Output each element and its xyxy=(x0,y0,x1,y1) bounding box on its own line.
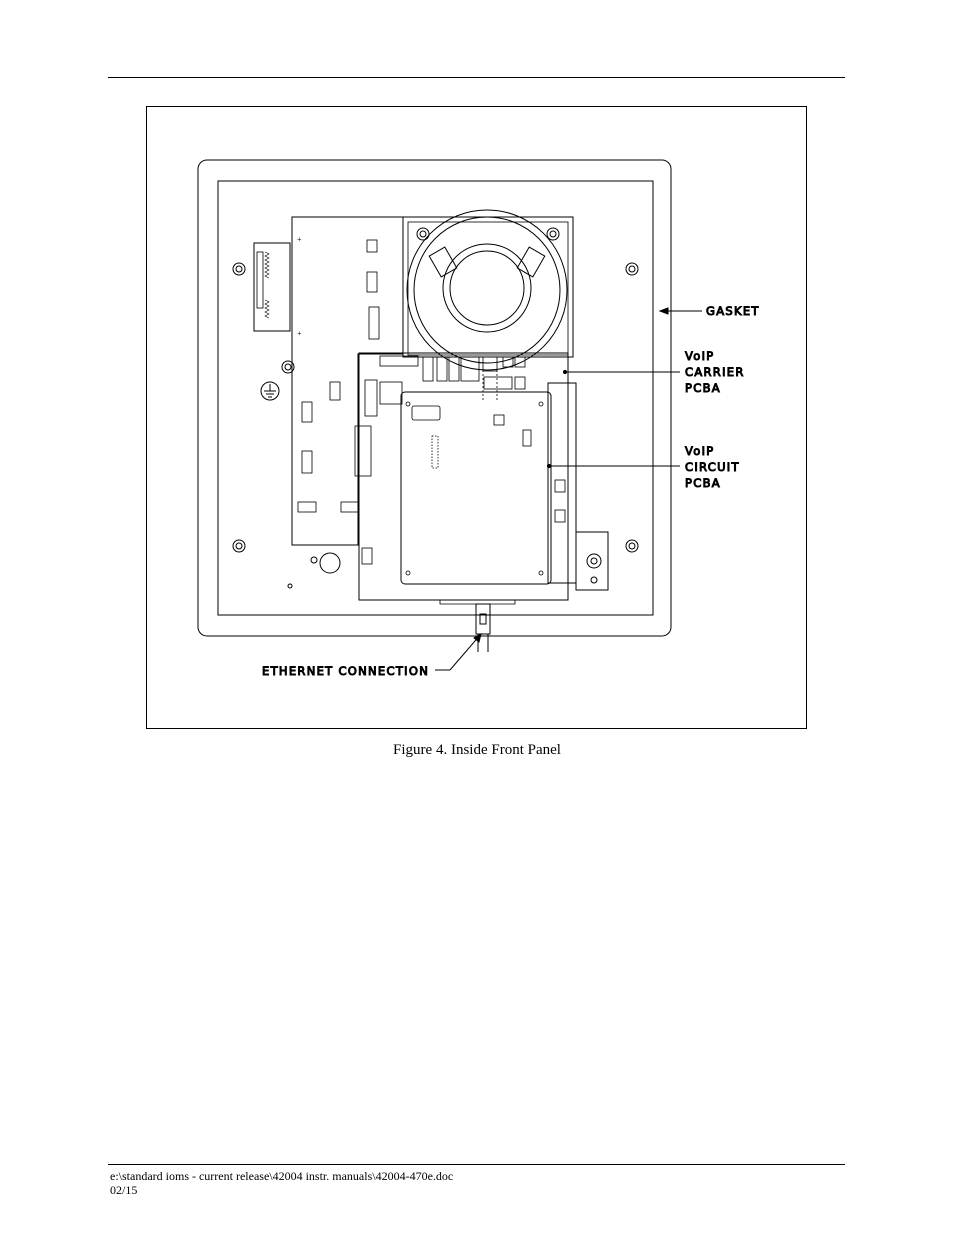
right-strip xyxy=(547,382,577,584)
footer-date: 02/15 xyxy=(110,1183,138,1197)
voip-carrier-pcba xyxy=(358,352,569,601)
inner-panel xyxy=(217,180,654,616)
mounting-screws xyxy=(232,262,639,553)
figure-frame xyxy=(146,106,807,729)
header-rule xyxy=(108,77,845,78)
left-plate xyxy=(253,242,291,332)
voip-circuit-pcba xyxy=(400,391,552,585)
right-bracket xyxy=(575,531,609,591)
left-board xyxy=(291,216,404,546)
ethernet-label: ETHERNET CONNECTION xyxy=(262,664,429,678)
footer-file-path: e:\standard ioms - current release\42004… xyxy=(110,1169,454,1183)
circuit-label-line2: CIRCUIT xyxy=(685,460,740,474)
ground-symbol xyxy=(260,381,280,401)
carrier-label-line3: PCBA xyxy=(685,381,721,395)
speaker-outer-ring xyxy=(406,209,568,371)
footer-rule xyxy=(108,1164,845,1165)
svg-text:+: + xyxy=(297,329,302,338)
ethernet-connector xyxy=(439,599,516,652)
carrier-label-line1: VoIP xyxy=(685,349,715,363)
circuit-label-line3: PCBA xyxy=(685,476,721,490)
leader-lines xyxy=(435,307,702,671)
carrier-components xyxy=(354,355,526,565)
svg-text:+: + xyxy=(297,235,302,244)
outer-panel xyxy=(197,159,672,637)
circuit-label-line1: VoIP xyxy=(685,444,715,458)
circuit-components xyxy=(405,401,544,576)
figure-caption: Figure 4. Inside Front Panel xyxy=(393,742,561,758)
carrier-label-line2: CARRIER xyxy=(685,365,745,379)
gasket-label: GASKET xyxy=(706,304,760,318)
